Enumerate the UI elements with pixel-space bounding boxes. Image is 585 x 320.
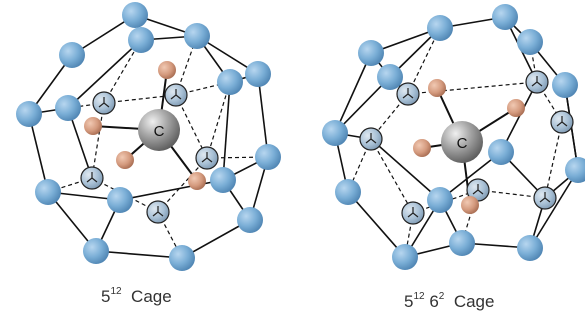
caption-base: 5 [101,287,111,306]
cage-atom [517,235,543,261]
hydrogen-atom [461,196,479,214]
caption-exponent-2: 2 [438,291,445,303]
cage-atom [59,42,85,68]
cage-atom [245,61,271,87]
cage-atom [122,2,148,28]
cage-atom [35,179,61,205]
cage-atom [358,40,384,66]
caption-base-2: 6 [429,292,439,311]
cage-atom [107,187,133,213]
hydrogen-atom [188,172,206,190]
cage-atom [55,95,81,121]
hydrogen-atom [507,99,525,117]
cage-atom [335,179,361,205]
cage-atom [169,245,195,271]
caption-exponent: 12 [110,286,122,298]
cage-atom [427,15,453,41]
hydrogen-atom [84,117,102,135]
caption-suffix: Cage [131,287,172,306]
cage-atom [492,4,518,30]
hydrogen-atoms-51262 [413,79,525,214]
cage-atom [427,187,453,213]
inner-atoms-51262 [359,70,574,225]
cage-atom [565,157,585,183]
cage-atom [392,244,418,270]
cage-51262: C [322,4,585,270]
hydrogen-atom [116,151,134,169]
cage-atom [217,69,243,95]
cage-atom [184,23,210,49]
cage-atom [83,238,109,264]
inner-atoms-512 [80,83,219,224]
caption-exponent: 12 [413,291,425,303]
cage-atom [322,120,348,146]
carbon-atom [138,109,180,151]
carbon-label: C [457,135,468,152]
hydrogen-atom [158,61,176,79]
cage-atom [488,139,514,165]
cage-atom [377,64,403,90]
cage-512: C [16,2,281,271]
cage-atom [16,101,42,127]
cage-atom [255,144,281,170]
caption-base: 5 [404,292,414,311]
cage-atom [552,72,578,98]
hydrogen-atom [428,79,446,97]
caption-512-cage: 512 Cage [101,286,172,307]
cage-atoms-512 [16,2,281,271]
cage-atom [128,27,154,53]
cage-atom [517,29,543,55]
hydrogen-atoms-512 [84,61,206,190]
cage-atoms-51262 [322,4,585,270]
caption-51262-cage: 512 62 Cage [404,291,495,312]
carbon-label: C [154,123,165,140]
caption-suffix: Cage [453,292,495,311]
hydrogen-atom [413,139,431,157]
cage-atom [449,230,475,256]
cage-atom [210,167,236,193]
carbon-atom [441,121,483,163]
cage-atom [237,207,263,233]
